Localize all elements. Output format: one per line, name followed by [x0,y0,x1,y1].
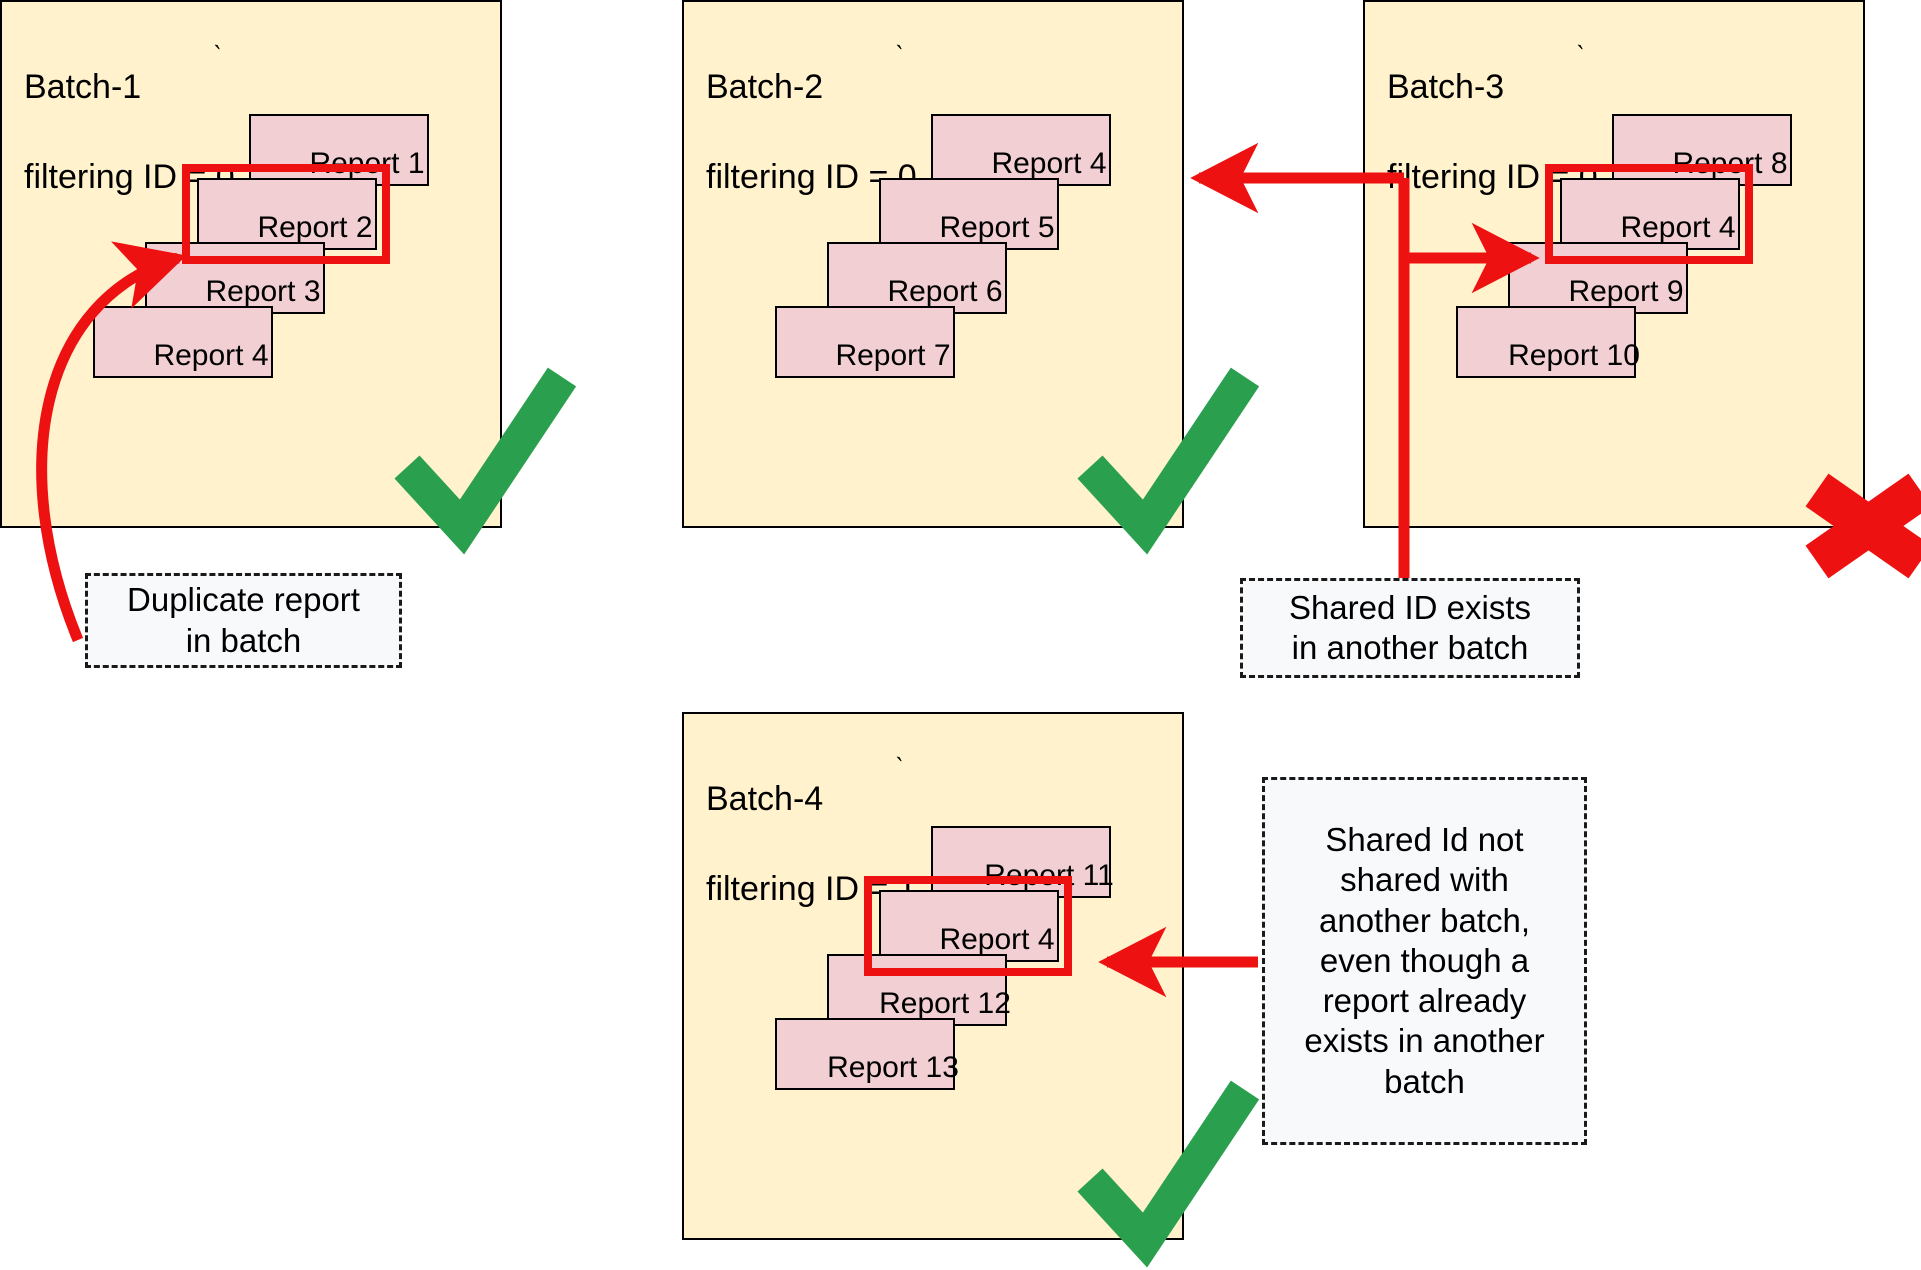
report-card[interactable]: Report 6 [827,242,1007,314]
batch-container-3: Batch-3 filtering ID = 0 ` Report 8 Repo… [1363,0,1865,528]
report-card[interactable]: Report 4 [931,114,1111,186]
report-card-label: Report 2 [257,211,373,244]
report-card-label: Report 13 [827,1051,959,1084]
batch-title-2: Batch-2 filtering ID = 0 [706,20,917,200]
report-card[interactable]: Report 8 [1612,114,1792,186]
batch-container-2: Batch-2 filtering ID = 0 ` Report 4 Repo… [682,0,1184,528]
duplicate-highlight-box-3 [1545,164,1753,264]
report-card[interactable]: Report 2 [197,178,377,250]
batch-name-3: Batch-3 [1387,67,1505,106]
report-card-label: Report 4 [1620,211,1736,244]
batch-container-4: Batch-4 filtering ID = 1 ` Report 11 Rep… [682,712,1184,1240]
report-card-label: Report 4 [153,339,269,372]
report-card-label: Report 8 [1672,147,1788,180]
callout-shared-id-not-shared: Shared Id not shared with another batch,… [1262,777,1587,1145]
report-card-label: Report 12 [879,987,1011,1020]
batch-filter-2: filtering ID = 0 [706,157,917,196]
batch-name-1: Batch-1 [24,67,142,106]
report-card[interactable]: Report 1 [249,114,429,186]
batch-name-2: Batch-2 [706,67,824,106]
callout-shared-not-shared-text: Shared Id not shared with another batch,… [1304,821,1545,1100]
batch-container-1: Batch-1 filtering ID = 0 ` Report 1 Repo… [0,0,502,528]
report-card-label: Report 1 [309,147,425,180]
report-card-label: Report 3 [205,275,321,308]
report-card-label: Report 10 [1508,339,1640,372]
report-card[interactable]: Report 11 [931,826,1114,898]
report-card[interactable]: Report 7 [775,306,955,378]
batch-name-4: Batch-4 [706,779,824,818]
callout-shared-id-exists: Shared ID exists in another batch [1240,578,1580,678]
report-card-label: Report 7 [835,339,951,372]
duplicate-highlight-box-4 [864,876,1072,976]
callout-duplicate-text: Duplicate report in batch [127,581,360,659]
report-card-label: Report 6 [887,275,1003,308]
callout-duplicate-report: Duplicate report in batch [85,573,402,668]
report-card-label: Report 5 [939,211,1055,244]
report-card[interactable]: Report 10 [1456,306,1640,378]
report-card-label: Report 4 [991,147,1107,180]
report-card[interactable]: Report 13 [775,1018,959,1090]
report-card[interactable]: Report 5 [879,178,1059,250]
report-card[interactable]: Report 4 [879,890,1059,962]
report-card[interactable]: Report 4 [93,306,273,378]
report-card[interactable]: Report 4 [1560,178,1740,250]
report-card-label: Report 4 [939,923,1055,956]
report-card-label: Report 11 [984,859,1114,892]
callout-shared-exists-text: Shared ID exists in another batch [1288,588,1532,666]
report-card-label: Report 9 [1568,275,1684,308]
duplicate-highlight-box-1 [182,164,390,264]
